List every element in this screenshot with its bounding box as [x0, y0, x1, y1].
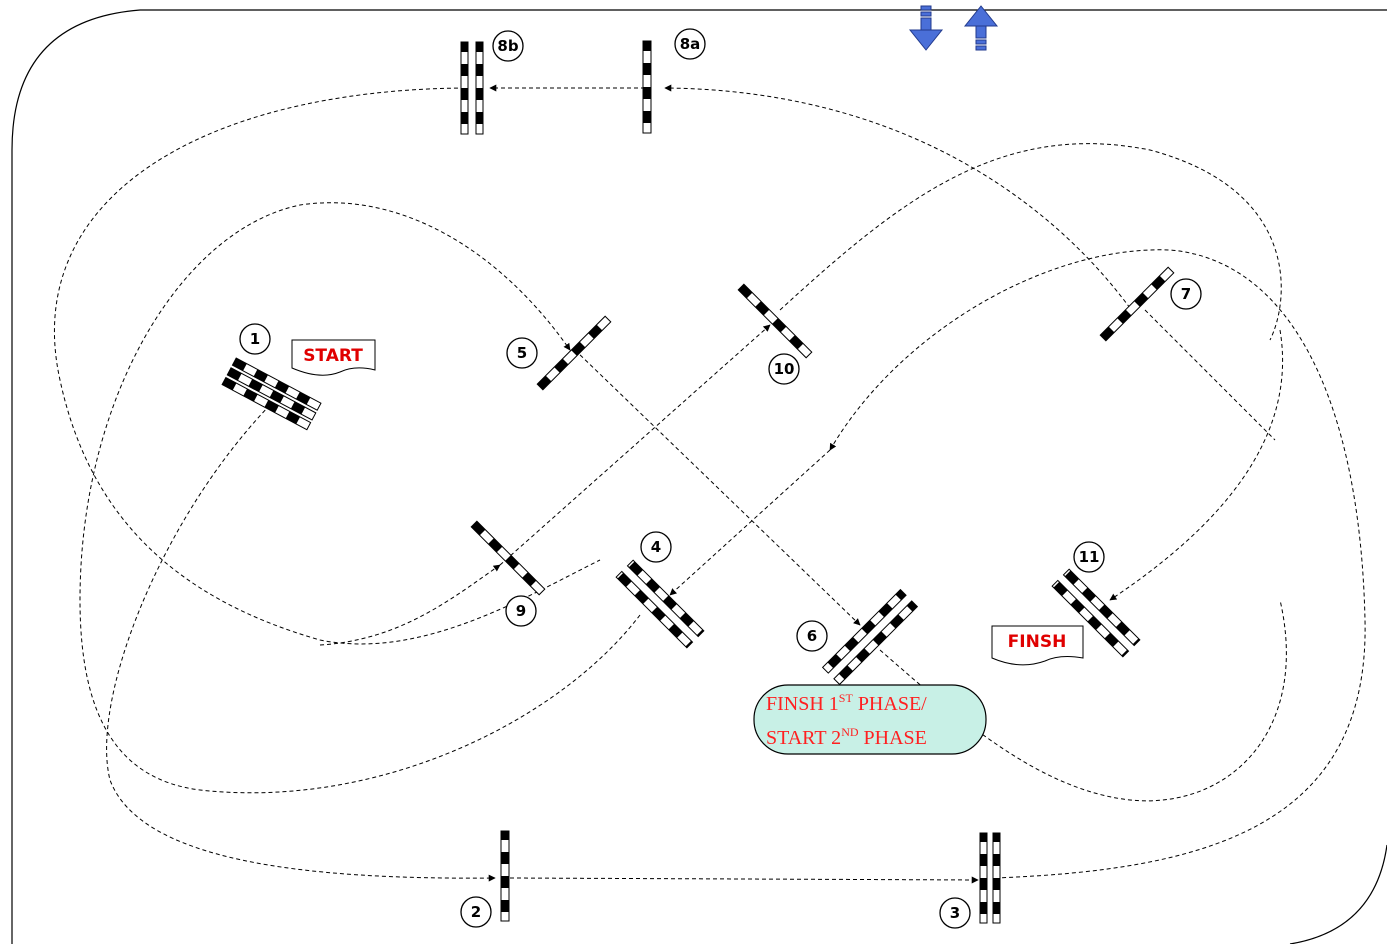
obstacle-3 [979, 832, 1001, 924]
obstacle-7 [1099, 266, 1175, 342]
down-arrow-icon [908, 5, 944, 51]
obstacle-label-1: 1 [250, 330, 260, 348]
finish-flag [991, 625, 1084, 666]
finish-label: FINSH [1008, 632, 1067, 652]
obstacle-label-9: 9 [516, 602, 526, 620]
number-badges [239, 28, 1202, 929]
obstacle-label-10: 10 [774, 360, 795, 378]
phase-line-1: FINSH 1ST PHASE/ [766, 691, 927, 715]
obstacle-1 [221, 357, 322, 431]
obstacle-2 [500, 830, 510, 922]
obstacle-label-8b: 8b [497, 37, 518, 55]
start-label: START [303, 346, 363, 366]
obstacle-label-7: 7 [1181, 285, 1191, 303]
obstacle-10 [737, 283, 813, 359]
obstacle-label-5: 5 [517, 344, 527, 362]
obstacle-8b [460, 41, 484, 135]
obstacle-label-2: 2 [471, 903, 481, 921]
obstacle-4 [615, 559, 705, 649]
obstacle-8a [642, 40, 652, 134]
phase-line-2: START 2ND PHASE [766, 725, 927, 749]
obstacle-5 [536, 315, 612, 391]
obstacle-6 [821, 588, 919, 686]
obstacle-9 [470, 520, 546, 596]
obstacle-label-11: 11 [1079, 548, 1100, 566]
phase-box [753, 684, 987, 755]
obstacle-label-8a: 8a [680, 35, 701, 53]
obstacle-label-4: 4 [651, 538, 661, 556]
obstacle-11 [1051, 568, 1141, 658]
course-path [54, 84, 1366, 884]
start-flag [291, 339, 376, 376]
arena-border [11, 9, 1387, 944]
obstacle-label-6: 6 [807, 627, 817, 645]
up-arrow-icon [963, 5, 999, 51]
obstacle-label-3: 3 [950, 904, 960, 922]
